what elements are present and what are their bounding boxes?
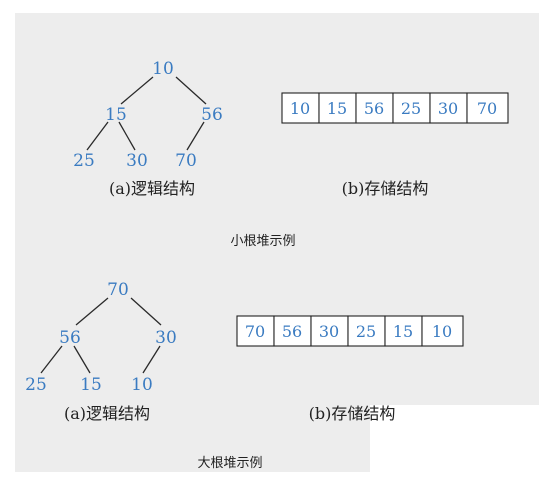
min-array-value: 10 [290,99,310,118]
max-array-cell [310,315,349,347]
min-heap-tree: 10 15 56 25 30 70 [73,59,223,171]
min-array-cell [392,92,431,124]
max-edge-0-1 [75,297,109,326]
max-edge-2-5 [142,345,161,374]
min-logical-caption: (a)逻辑结构 [109,179,195,198]
white-corner [370,405,558,488]
max-storage-caption: (b)存储结构 [309,404,396,423]
min-tree-node: 10 [152,59,174,79]
max-array-value: 15 [393,322,413,341]
min-tree-node: 15 [105,105,127,125]
min-tree-node: 70 [175,151,197,171]
max-array-cell [273,315,312,347]
max-array-cell [236,315,275,347]
min-array-cell [281,92,320,124]
max-array-value: 25 [356,322,376,341]
min-array-cell [318,92,357,124]
max-heap-tree: 70 56 30 25 15 10 [25,280,177,395]
min-array-cell [429,92,468,124]
max-tree-node: 15 [80,375,102,395]
min-heap-tree-edges [86,76,207,151]
min-heap-array: 10 15 56 25 30 70 [281,92,509,124]
min-array-value: 30 [438,99,458,118]
max-heap-array: 70 56 30 25 15 10 [236,315,464,347]
max-array-cell [347,315,386,347]
min-tree-node: 30 [126,151,148,171]
max-edge-1-3 [40,345,63,374]
max-tree-node: 70 [107,280,129,300]
min-edge-1-3 [86,121,109,151]
max-edge-1-4 [73,345,91,374]
min-edge-0-1 [120,76,154,105]
min-edge-2-5 [186,121,205,151]
min-tree-node: 56 [201,105,223,125]
diagram-background [15,13,539,472]
max-array-cell [421,315,464,347]
max-logical-caption: (a)逻辑结构 [64,404,150,423]
max-array-value: 56 [282,322,302,341]
max-tree-node: 10 [131,375,153,395]
max-array-value: 70 [245,322,265,341]
min-array-value: 25 [401,99,421,118]
min-heap-title: 小根堆示例 [230,234,295,249]
max-heap-tree-edges [40,297,162,374]
max-tree-node: 25 [25,375,47,395]
max-tree-node: 56 [59,328,81,348]
max-heap-title: 大根堆示例 [197,456,262,471]
min-array-value: 70 [477,99,497,118]
max-array-cell [384,315,423,347]
max-tree-node: 30 [155,328,177,348]
min-storage-caption: (b)存储结构 [342,179,429,198]
max-array-value: 10 [432,322,452,341]
min-edge-0-2 [175,76,207,105]
min-edge-1-4 [118,121,136,151]
min-array-value: 56 [364,99,384,118]
max-edge-0-2 [130,297,162,326]
min-array-cell [466,92,509,124]
min-tree-node: 25 [73,151,95,171]
min-array-value: 15 [327,99,347,118]
max-array-value: 30 [319,322,339,341]
